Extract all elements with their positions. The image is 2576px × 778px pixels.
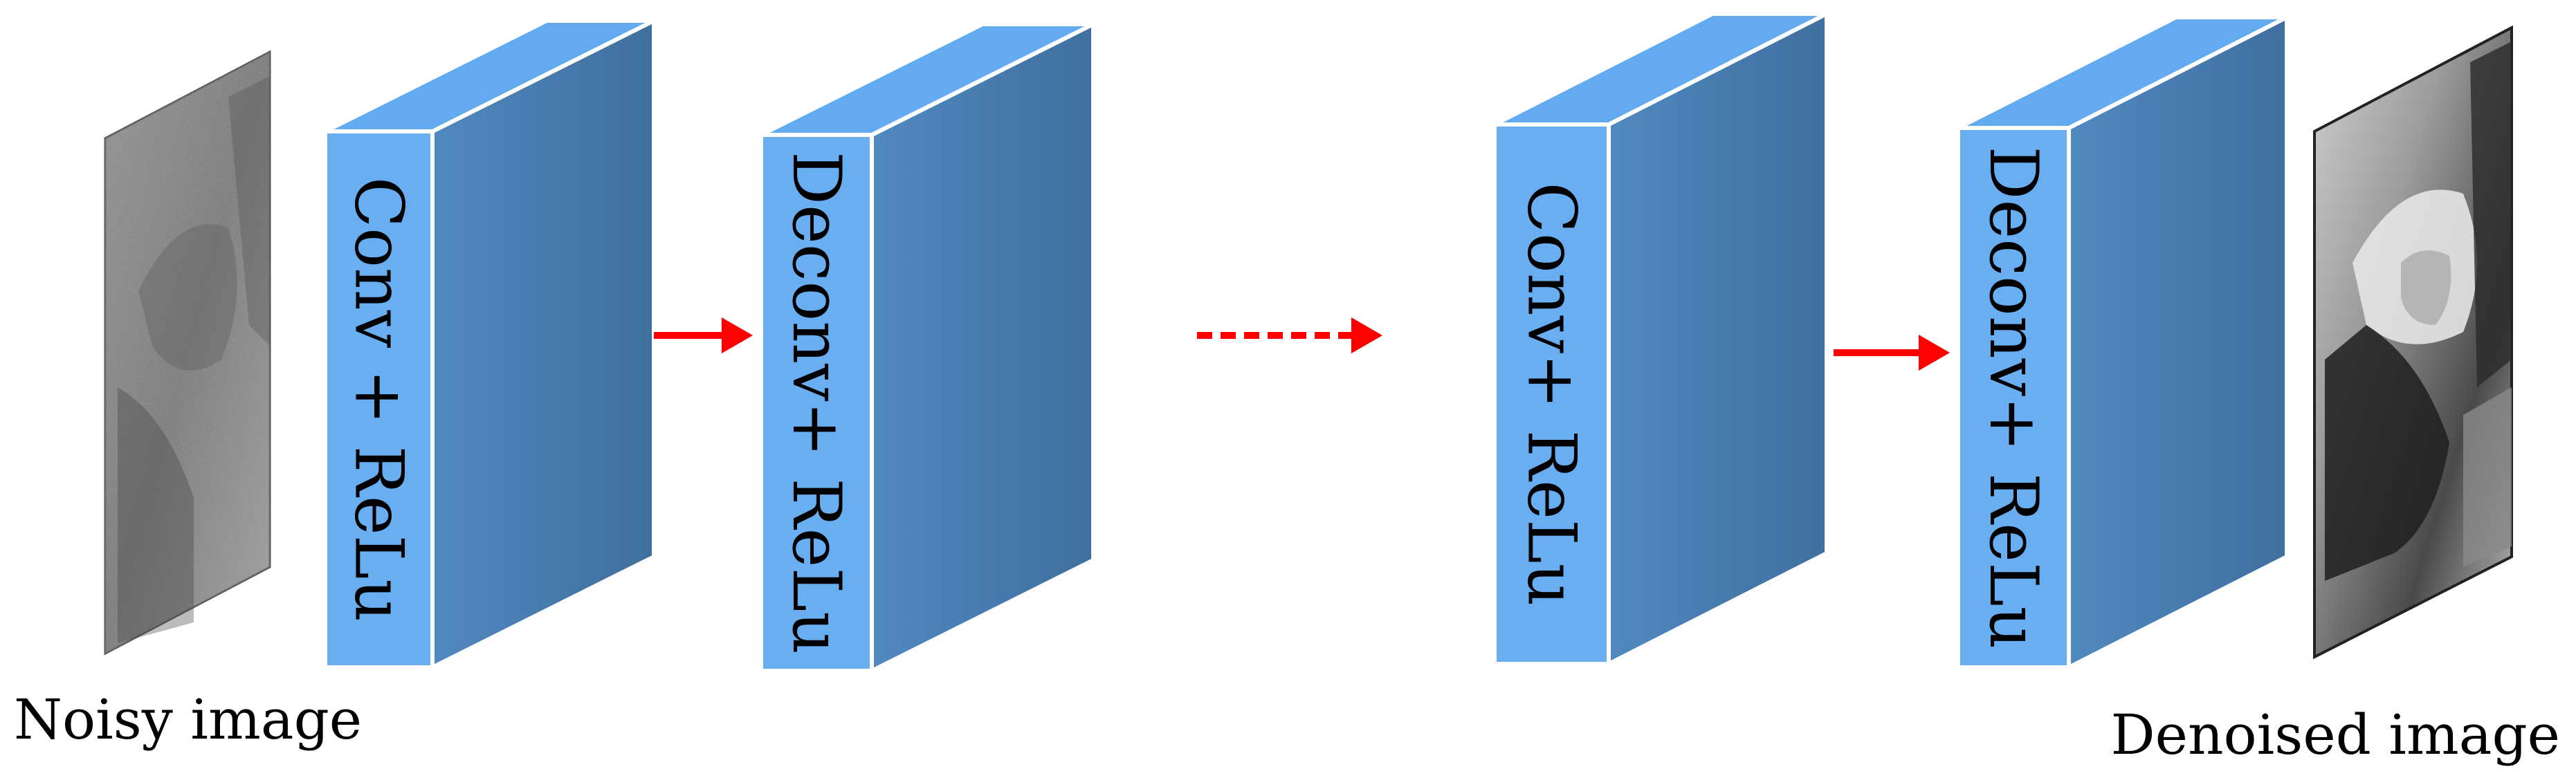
block-side-face: [2067, 15, 2289, 669]
layer-block: Conv+ ReLu: [1492, 12, 1829, 666]
block-side-face: [430, 19, 656, 669]
block-label: Deconv+ ReLu: [778, 151, 855, 654]
block-label: Deconv+ ReLu: [1975, 146, 2052, 649]
arrow-head: [1351, 317, 1382, 353]
arrow-head: [1919, 335, 1950, 371]
layer-block: Conv + ReLu: [323, 19, 656, 669]
block-side-face: [1607, 12, 1829, 666]
block-label: Conv + ReLu: [340, 177, 418, 622]
block-front-face: [1956, 126, 2071, 669]
layer-block: Deconv+ ReLu: [759, 22, 1095, 673]
noisy-image-caption: Noisy image: [14, 687, 362, 752]
layer-block: Deconv+ ReLu: [1956, 15, 2289, 669]
block-label: Conv+ ReLu: [1513, 183, 1591, 606]
block-side-face: [870, 22, 1095, 673]
arrow-head: [722, 317, 753, 353]
block-front-face: [323, 129, 435, 669]
block-front-face: [1492, 122, 1611, 666]
denoised-image-caption: Denoised image: [2111, 703, 2561, 767]
noisy-image: [104, 50, 271, 656]
block-front-face: [759, 133, 874, 673]
denoised-image: [2313, 25, 2513, 660]
